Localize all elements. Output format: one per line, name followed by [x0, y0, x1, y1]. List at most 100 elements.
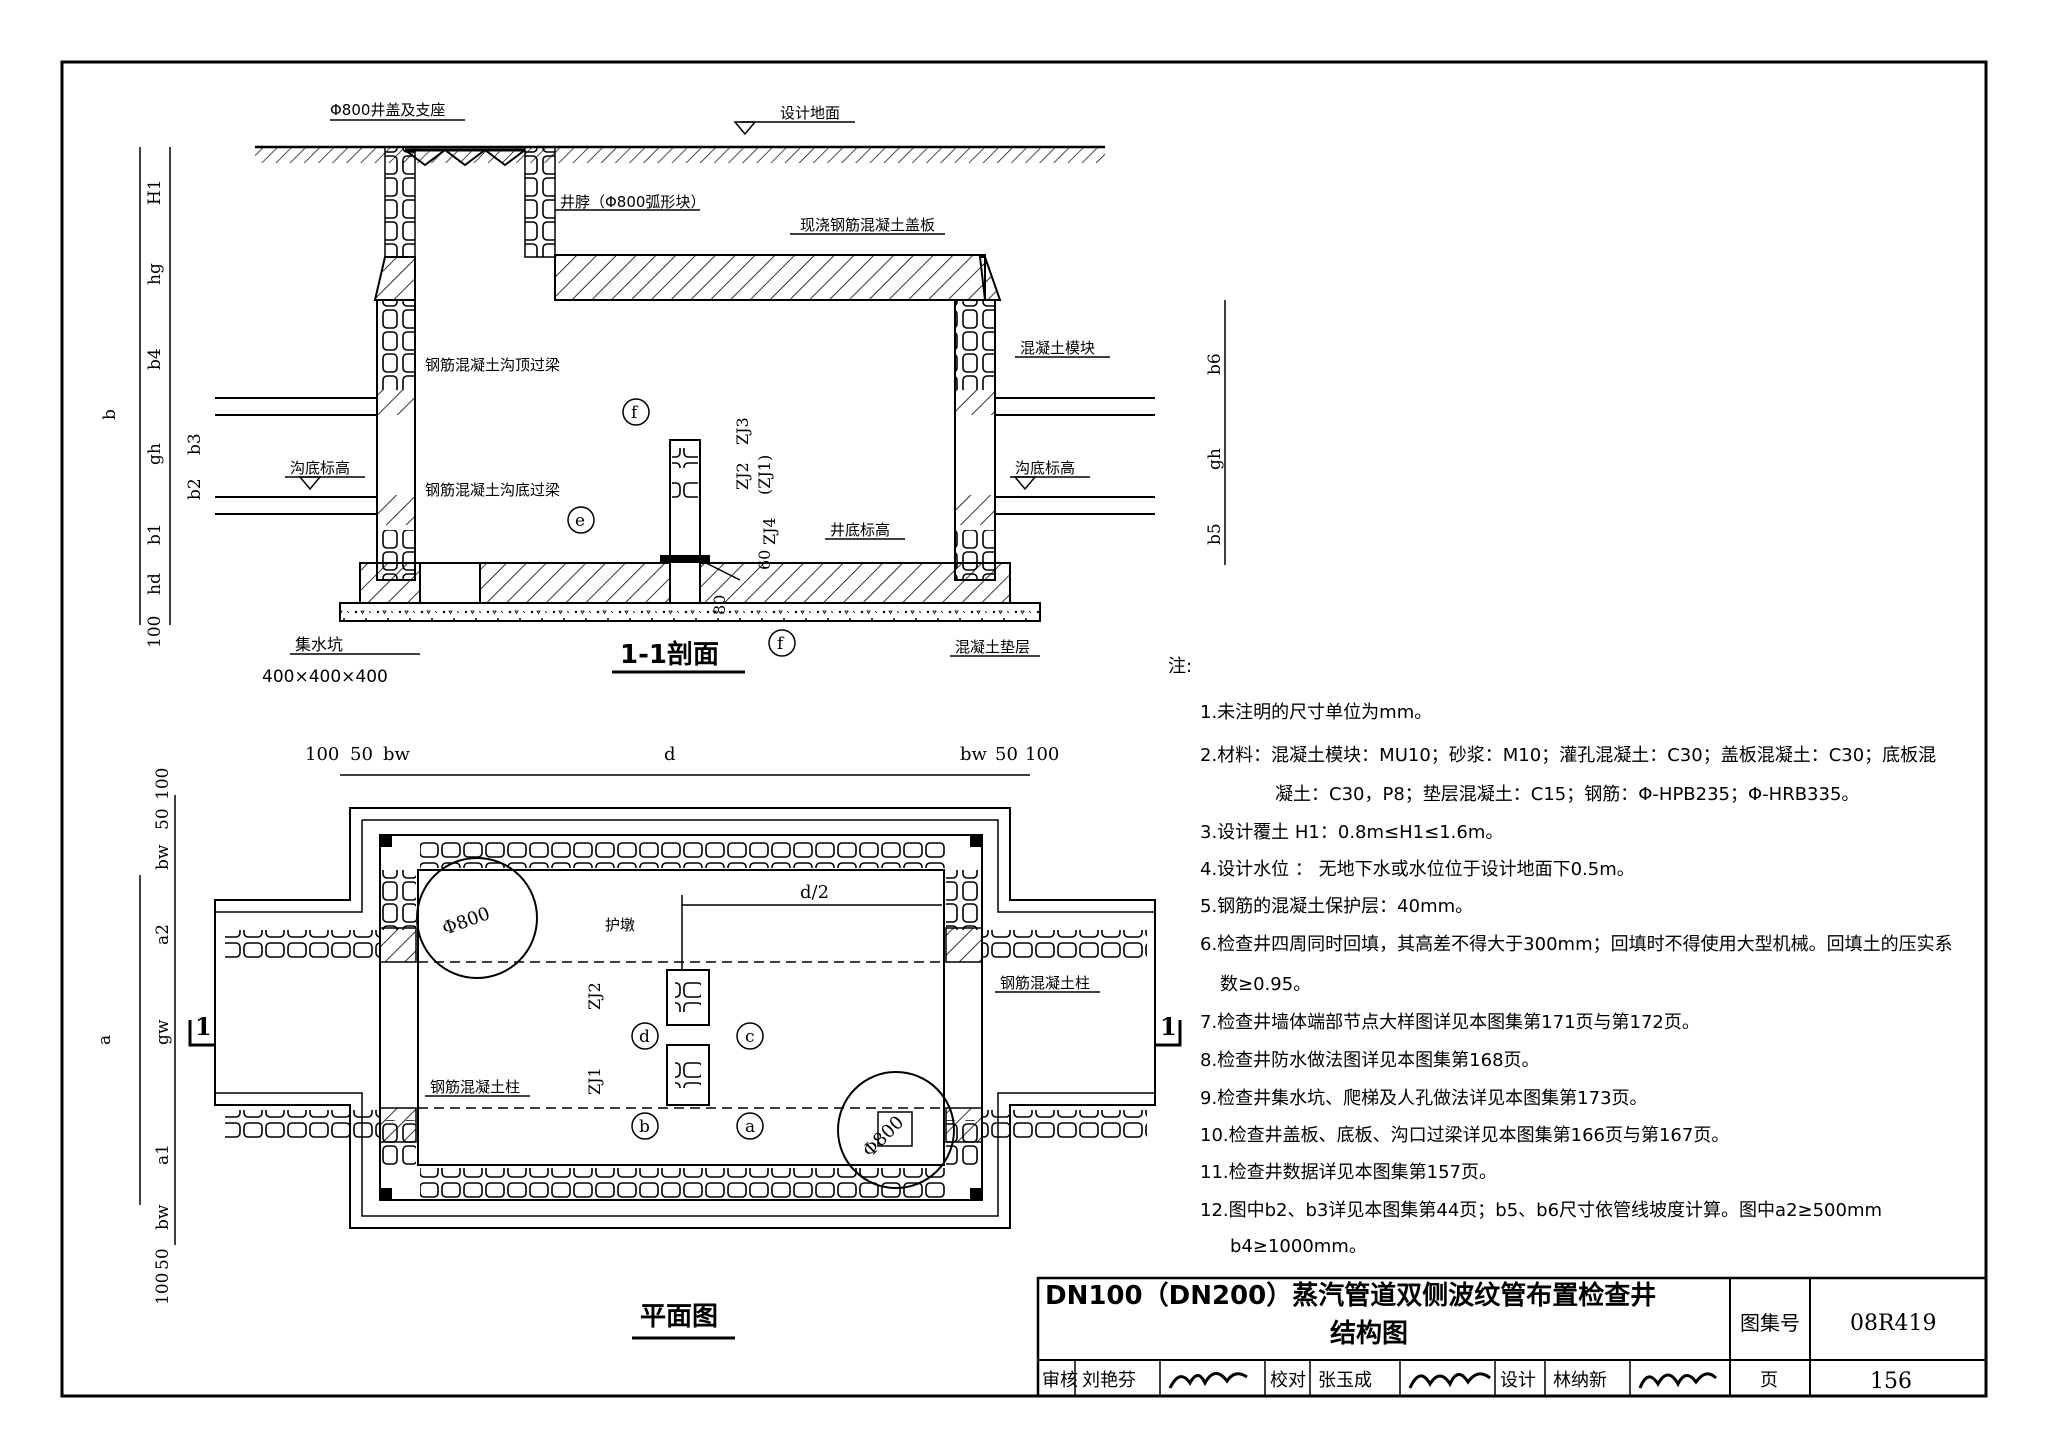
bottom-beam-label: 钢筋混凝土沟底过梁 [425, 481, 560, 499]
title-block: DN100（DN200）蒸汽管道双侧波纹管布置检查井 结构图 图集号 08R41… [1036, 1276, 1988, 1398]
cover-slab-label: 现浇钢筋混凝土盖板 [800, 216, 935, 234]
top-dim-100-right: 100 [1025, 744, 1059, 765]
drawing-title-line2: 结构图 [1330, 1319, 1408, 1349]
note-4: 4.设计水位 ： 无地下水或水位位于设计地面下0.5m。 [1200, 859, 1635, 880]
callout-circle [736, 1022, 764, 1050]
dim-gh-left: gh [145, 443, 165, 465]
block-label: 混凝土模块 [1020, 339, 1095, 357]
note-12b: b4≥1000mm。 [1230, 1236, 1367, 1257]
trench-bottom-left-label: 沟底标高 [290, 459, 350, 477]
checker-name: 张玉成 [1318, 1370, 1372, 1391]
dim-ZJ4: ZJ4 [760, 517, 779, 545]
top-dim-d: d [664, 744, 676, 765]
note-2a: 2.材料：混凝土模块：MU10；砂浆：M10；灌孔混凝土：C30；盖板混凝土：C… [1200, 745, 1936, 766]
left-dim-100-top: 100 [153, 768, 173, 800]
left-dim-gw: gw [153, 1019, 173, 1045]
notes-heading: 注: [1168, 656, 1192, 677]
dim-gh-right: gh [1205, 448, 1225, 470]
callout-circle [631, 1112, 659, 1140]
left-dim-bw-top: bw [153, 844, 173, 870]
checker-signature [1408, 1372, 1491, 1389]
callout-a: a [745, 1117, 755, 1137]
callout-circle [567, 506, 595, 534]
section-mark-left: 1 [195, 1012, 212, 1041]
note-12a: 12.图中b2、b3详见本图集第44页；b5、b6尺寸依管线坡度计算。图中a2≥… [1200, 1200, 1882, 1221]
dim-hd: hd [145, 573, 165, 595]
left-dim-100-bottom: 100 [153, 1273, 173, 1305]
note-9: 9.检查井集水坑、爬梯及人孔做法详见本图集第173页。 [1200, 1088, 1648, 1109]
callout-circle [622, 398, 650, 426]
callout-e: e [575, 511, 585, 531]
dim-b1: b1 [145, 523, 165, 545]
cover-label: Φ800井盖及支座 [330, 101, 445, 119]
top-dim-50-right: 50 [995, 744, 1018, 765]
reviewer-signature [1168, 1372, 1248, 1389]
dim-100: 100 [145, 616, 165, 648]
pier-dim-ZJ2: ZJ2 [585, 982, 604, 1010]
callout-c: c [745, 1027, 755, 1047]
trench-bottom-right-label: 沟底标高 [1015, 459, 1075, 477]
page-label: 页 [1760, 1370, 1778, 1391]
left-dim-a: a [95, 1035, 115, 1045]
atlas-number: 08R419 [1850, 1311, 1937, 1336]
design-label: 设计 [1500, 1370, 1536, 1391]
note-1: 1.未注明的尺寸单位为mm。 [1200, 702, 1432, 723]
dim-ZJ1: (ZJ1) [755, 455, 774, 495]
left-dim-a2: a2 [153, 924, 173, 945]
section-1-1 [215, 145, 1155, 622]
left-dim-50-top: 50 [153, 808, 173, 830]
pier-label: 护墩 [605, 916, 635, 934]
note-7: 7.检查井墙体端部节点大样图详见本图集第171页与第172页。 [1200, 1012, 1700, 1033]
bedding-label: 混凝土垫层 [955, 638, 1030, 656]
dim-ZJ3: ZJ3 [733, 417, 752, 445]
designer-name: 林纳新 [1553, 1370, 1607, 1391]
sump-size-label: 400×400×400 [262, 667, 388, 687]
reviewer-name: 刘艳芬 [1082, 1370, 1136, 1391]
plan-view [139, 774, 1182, 1245]
note-6a: 6.检查井四周同时回填，其高差不得大于300mm；回填时不得使用大型机械。回填土… [1200, 934, 1953, 955]
page-number: 156 [1870, 1369, 1912, 1394]
note-5: 5.钢筋的混凝土保护层：40mm。 [1200, 896, 1473, 917]
dim-b: b [100, 409, 120, 420]
check-label: 校对 [1270, 1370, 1306, 1391]
review-label: 审核 [1042, 1370, 1078, 1391]
sump-label: 集水坑 [295, 635, 343, 654]
callout-f-top: f [631, 403, 639, 423]
notes: 注: 1.未注明的尺寸单位为mm。 2.材料：混凝土模块：MU10；砂浆：M10… [1168, 656, 1953, 1257]
sheet-border [60, 60, 1988, 1398]
section-title: 1-1剖面 [620, 639, 719, 670]
left-dim-a1: a1 [153, 1144, 173, 1165]
dim-b3: b3 [185, 433, 205, 455]
manhole-2-label: Φ800 [859, 1112, 909, 1162]
dim-b5: b5 [1205, 523, 1225, 545]
manhole-1-label: Φ800 [440, 903, 493, 940]
top-beam-label: 钢筋混凝土沟顶过梁 [425, 356, 560, 374]
left-dim-bw-bottom: bw [153, 1204, 173, 1230]
dim-b2: b2 [185, 478, 205, 500]
dim-ZJ2: ZJ2 [733, 462, 752, 490]
rc-column-left-label: 钢筋混凝土柱 [430, 1078, 520, 1096]
callout-f-bottom: f [777, 634, 785, 654]
top-dim-bw-left: bw [383, 744, 411, 765]
callout-d: d [639, 1027, 650, 1047]
neck-label: 井脖（Φ800弧形块） [560, 193, 705, 211]
note-3: 3.设计覆土 H1：0.8m≤H1≤1.6m。 [1200, 822, 1503, 843]
pier-dim-ZJ1: ZJ1 [585, 1067, 604, 1095]
dim-80: 80 [710, 595, 729, 615]
top-dim-bw-right: bw [960, 744, 988, 765]
note-10: 10.检查井盖板、底板、沟口过梁详见本图集第166页与第167页。 [1200, 1125, 1729, 1146]
atlas-label: 图集号 [1740, 1311, 1800, 1335]
callout-b: b [639, 1117, 650, 1137]
callout-circle [631, 1022, 659, 1050]
dim-b4: b4 [145, 348, 165, 370]
well-bottom-label: 井底标高 [830, 521, 890, 539]
top-dim-50-left: 50 [350, 744, 373, 765]
plan-title: 平面图 [640, 1302, 718, 1332]
drawing-title-line1: DN100（DN200）蒸汽管道双侧波纹管布置检查井 [1045, 1280, 1656, 1311]
left-dim-50-bottom: 50 [153, 1248, 173, 1270]
half-d-label: d/2 [800, 882, 829, 903]
dim-hg: hg [145, 263, 165, 285]
section-labels: Φ800井盖及支座 设计地面 井脖（Φ800弧形块） 现浇钢筋混凝土盖板 混凝土… [100, 101, 1226, 687]
dim-H1: H1 [145, 179, 165, 205]
